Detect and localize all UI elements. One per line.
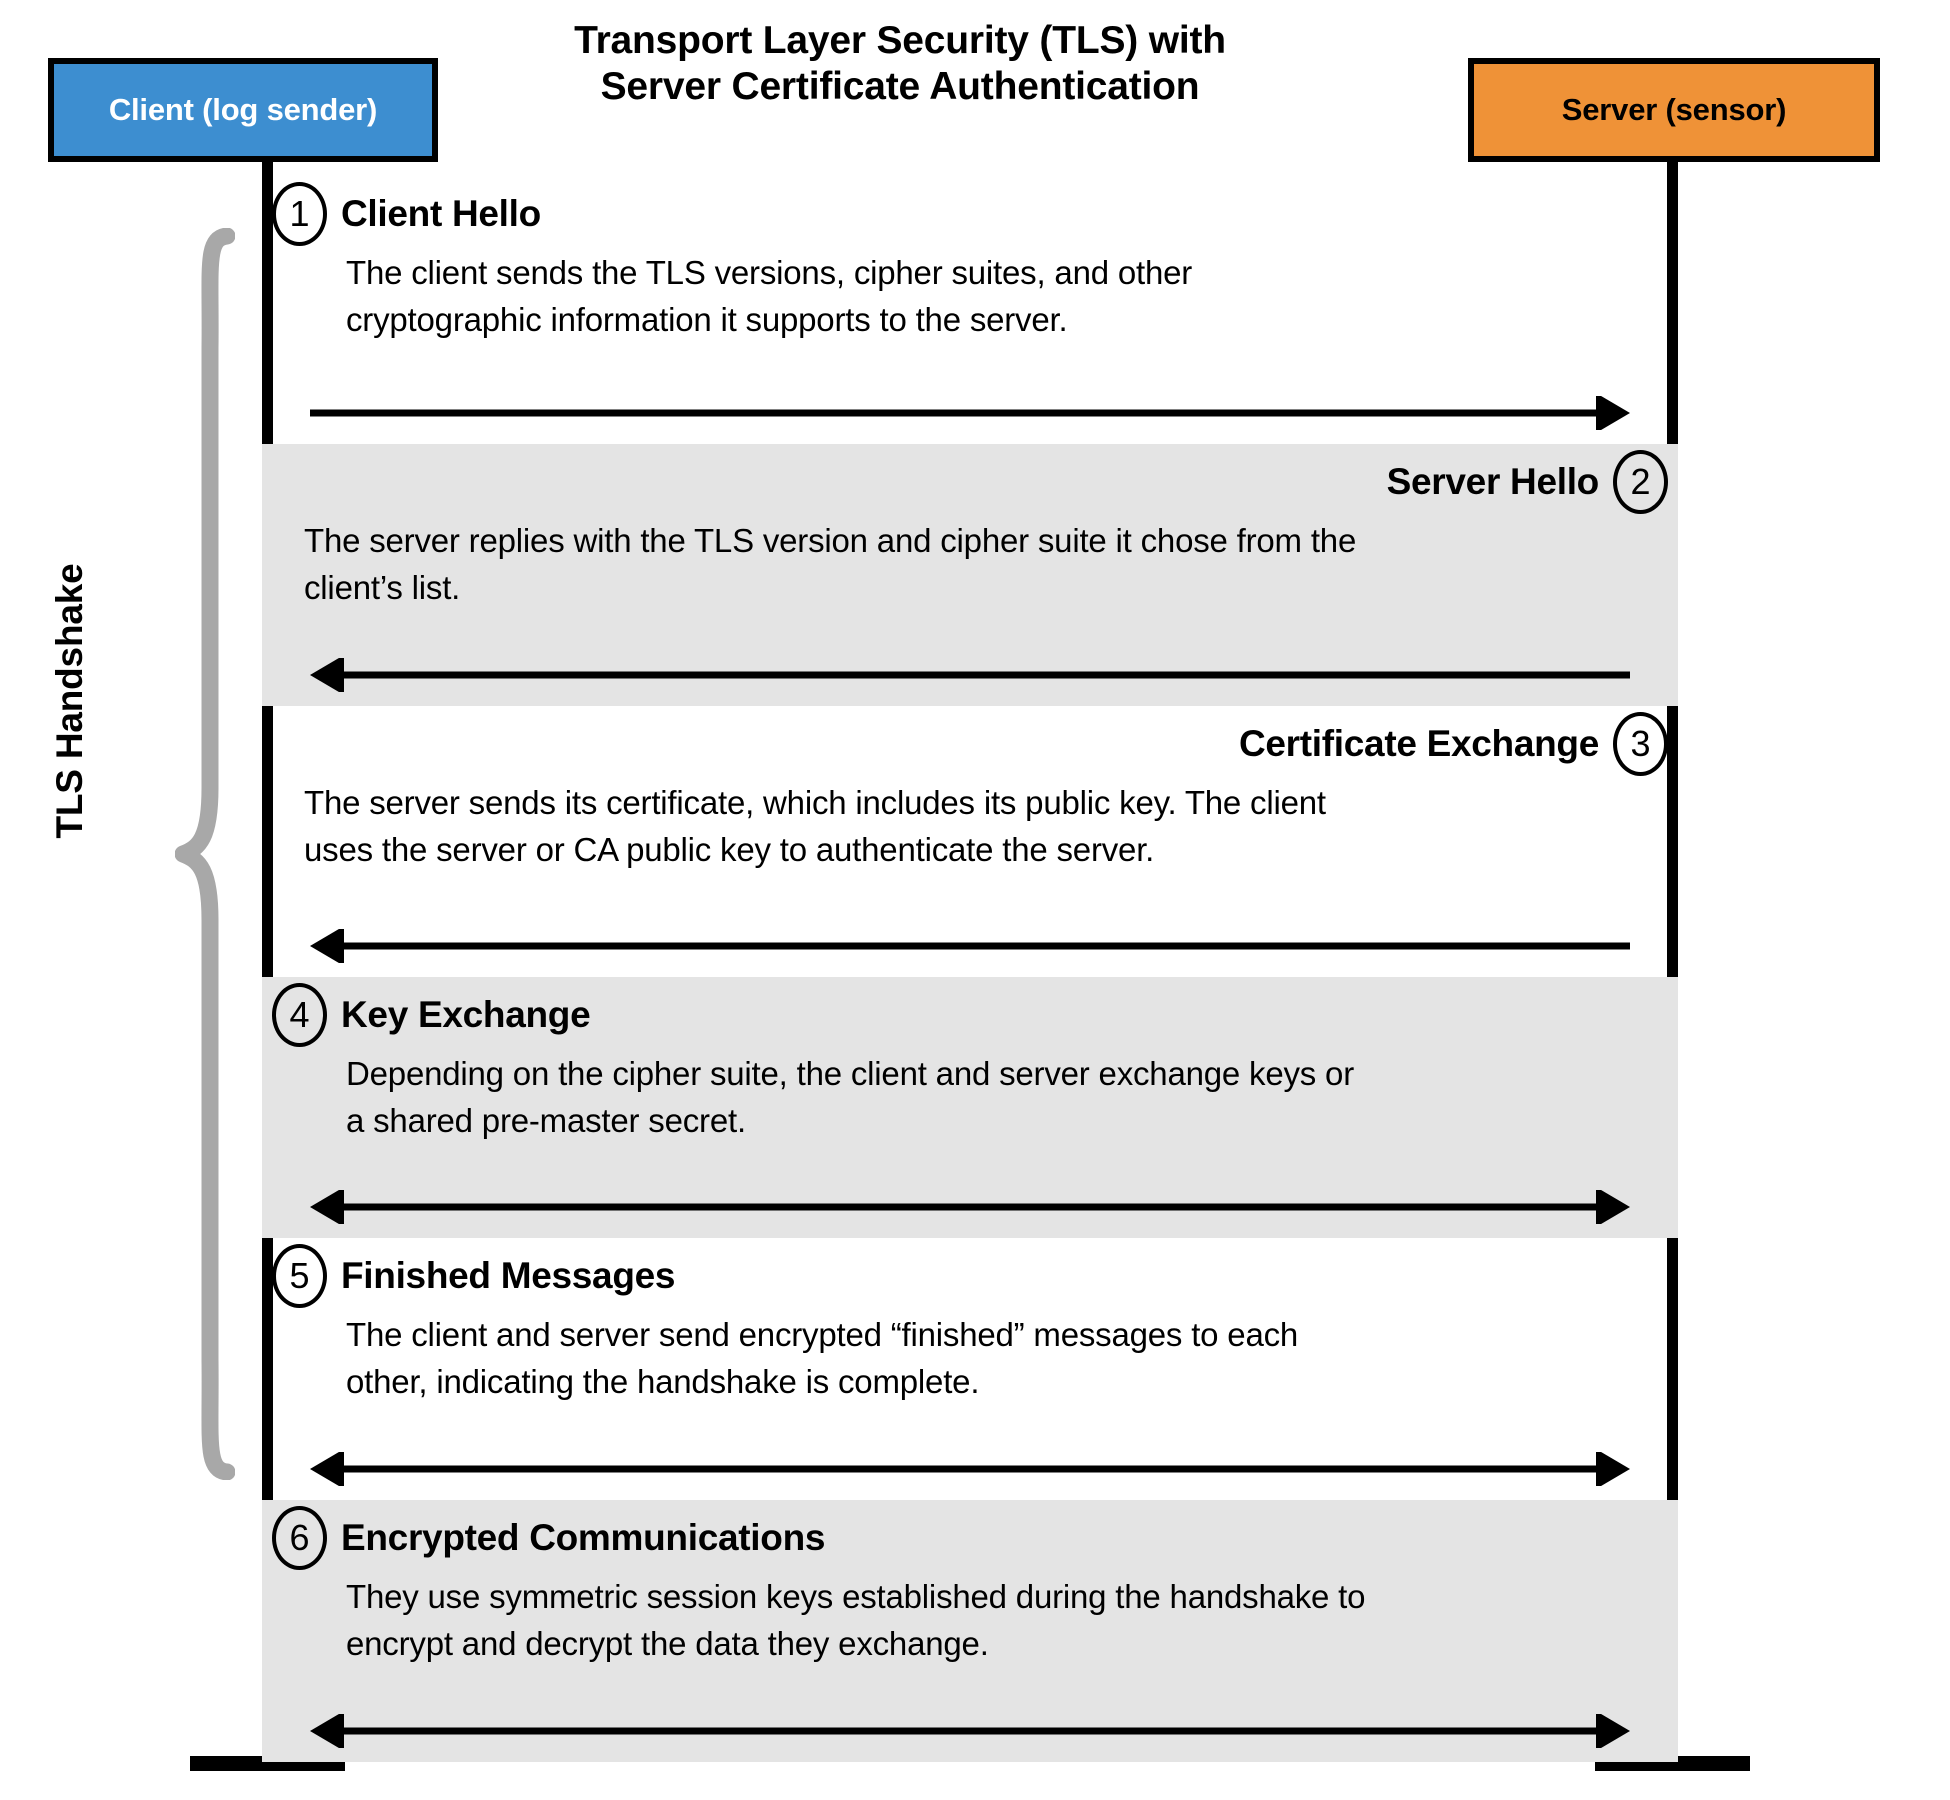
step-description-3: The server sends its certificate, which …: [304, 784, 1326, 868]
step-title-3: Certificate Exchange: [1238, 723, 1599, 764]
step-arrow-3-left: [262, 929, 1678, 963]
step-header-4: 4 Key Exchange: [272, 983, 591, 1047]
step-title-5: Finished Messages: [341, 1255, 676, 1296]
step-header-2: Server Hello 2: [1387, 450, 1668, 514]
step-title-4: Key Exchange: [341, 994, 591, 1035]
step-arrow-2-left: [262, 658, 1678, 692]
step-number-badge-3: 3: [1613, 712, 1668, 776]
client-lifeline: [262, 160, 273, 1760]
step-title-1: Client Hello: [341, 193, 541, 234]
step-description-1: The client sends the TLS versions, ciphe…: [346, 254, 1193, 338]
step-number-badge-6: 6: [272, 1506, 327, 1570]
page-title-line-2: Server Certificate Authentication: [600, 65, 1200, 109]
client-actor-label: Client (log sender): [108, 92, 378, 127]
step-title-6: Encrypted Communications: [341, 1517, 826, 1558]
step-title-2: Server Hello: [1386, 461, 1600, 502]
step-description-2: The server replies with the TLS version …: [304, 522, 1357, 606]
step-description-6: They use symmetric session keys establis…: [346, 1578, 1366, 1662]
tls-handshake-label: TLS Handshake: [49, 563, 90, 839]
step-description-4: Depending on the cipher suite, the clien…: [346, 1055, 1354, 1139]
server-actor-label: Server (sensor): [1561, 92, 1787, 127]
step-header-6: 6 Encrypted Communications: [272, 1506, 825, 1570]
server-lifeline: [1667, 160, 1678, 1760]
step-number-badge-4: 4: [272, 983, 327, 1047]
step-number-badge-5: 5: [272, 1244, 327, 1308]
step-description-5: The client and server send encrypted “fi…: [346, 1316, 1299, 1400]
step-number-badge-1: 1: [272, 182, 327, 246]
step-arrow-4-both: [262, 1190, 1678, 1224]
step-number-badge-2: 2: [1613, 450, 1668, 514]
step-header-5: 5 Finished Messages: [272, 1244, 675, 1308]
tls-handshake-brace-icon: [175, 228, 235, 1480]
step-header-3: Certificate Exchange 3: [1239, 712, 1668, 776]
step-header-1: 1 Client Hello: [272, 182, 541, 246]
step-arrow-1-right: [262, 396, 1678, 430]
step-arrow-6-both: [262, 1714, 1678, 1748]
page-title-line-1: Transport Layer Security (TLS) with: [574, 19, 1226, 62]
server-actor-box: Server (sensor): [1468, 58, 1880, 162]
step-arrow-5-both: [262, 1452, 1678, 1486]
page-title: Transport Layer Security (TLS) with Serv…: [440, 18, 1360, 110]
client-actor-box: Client (log sender): [48, 58, 438, 162]
